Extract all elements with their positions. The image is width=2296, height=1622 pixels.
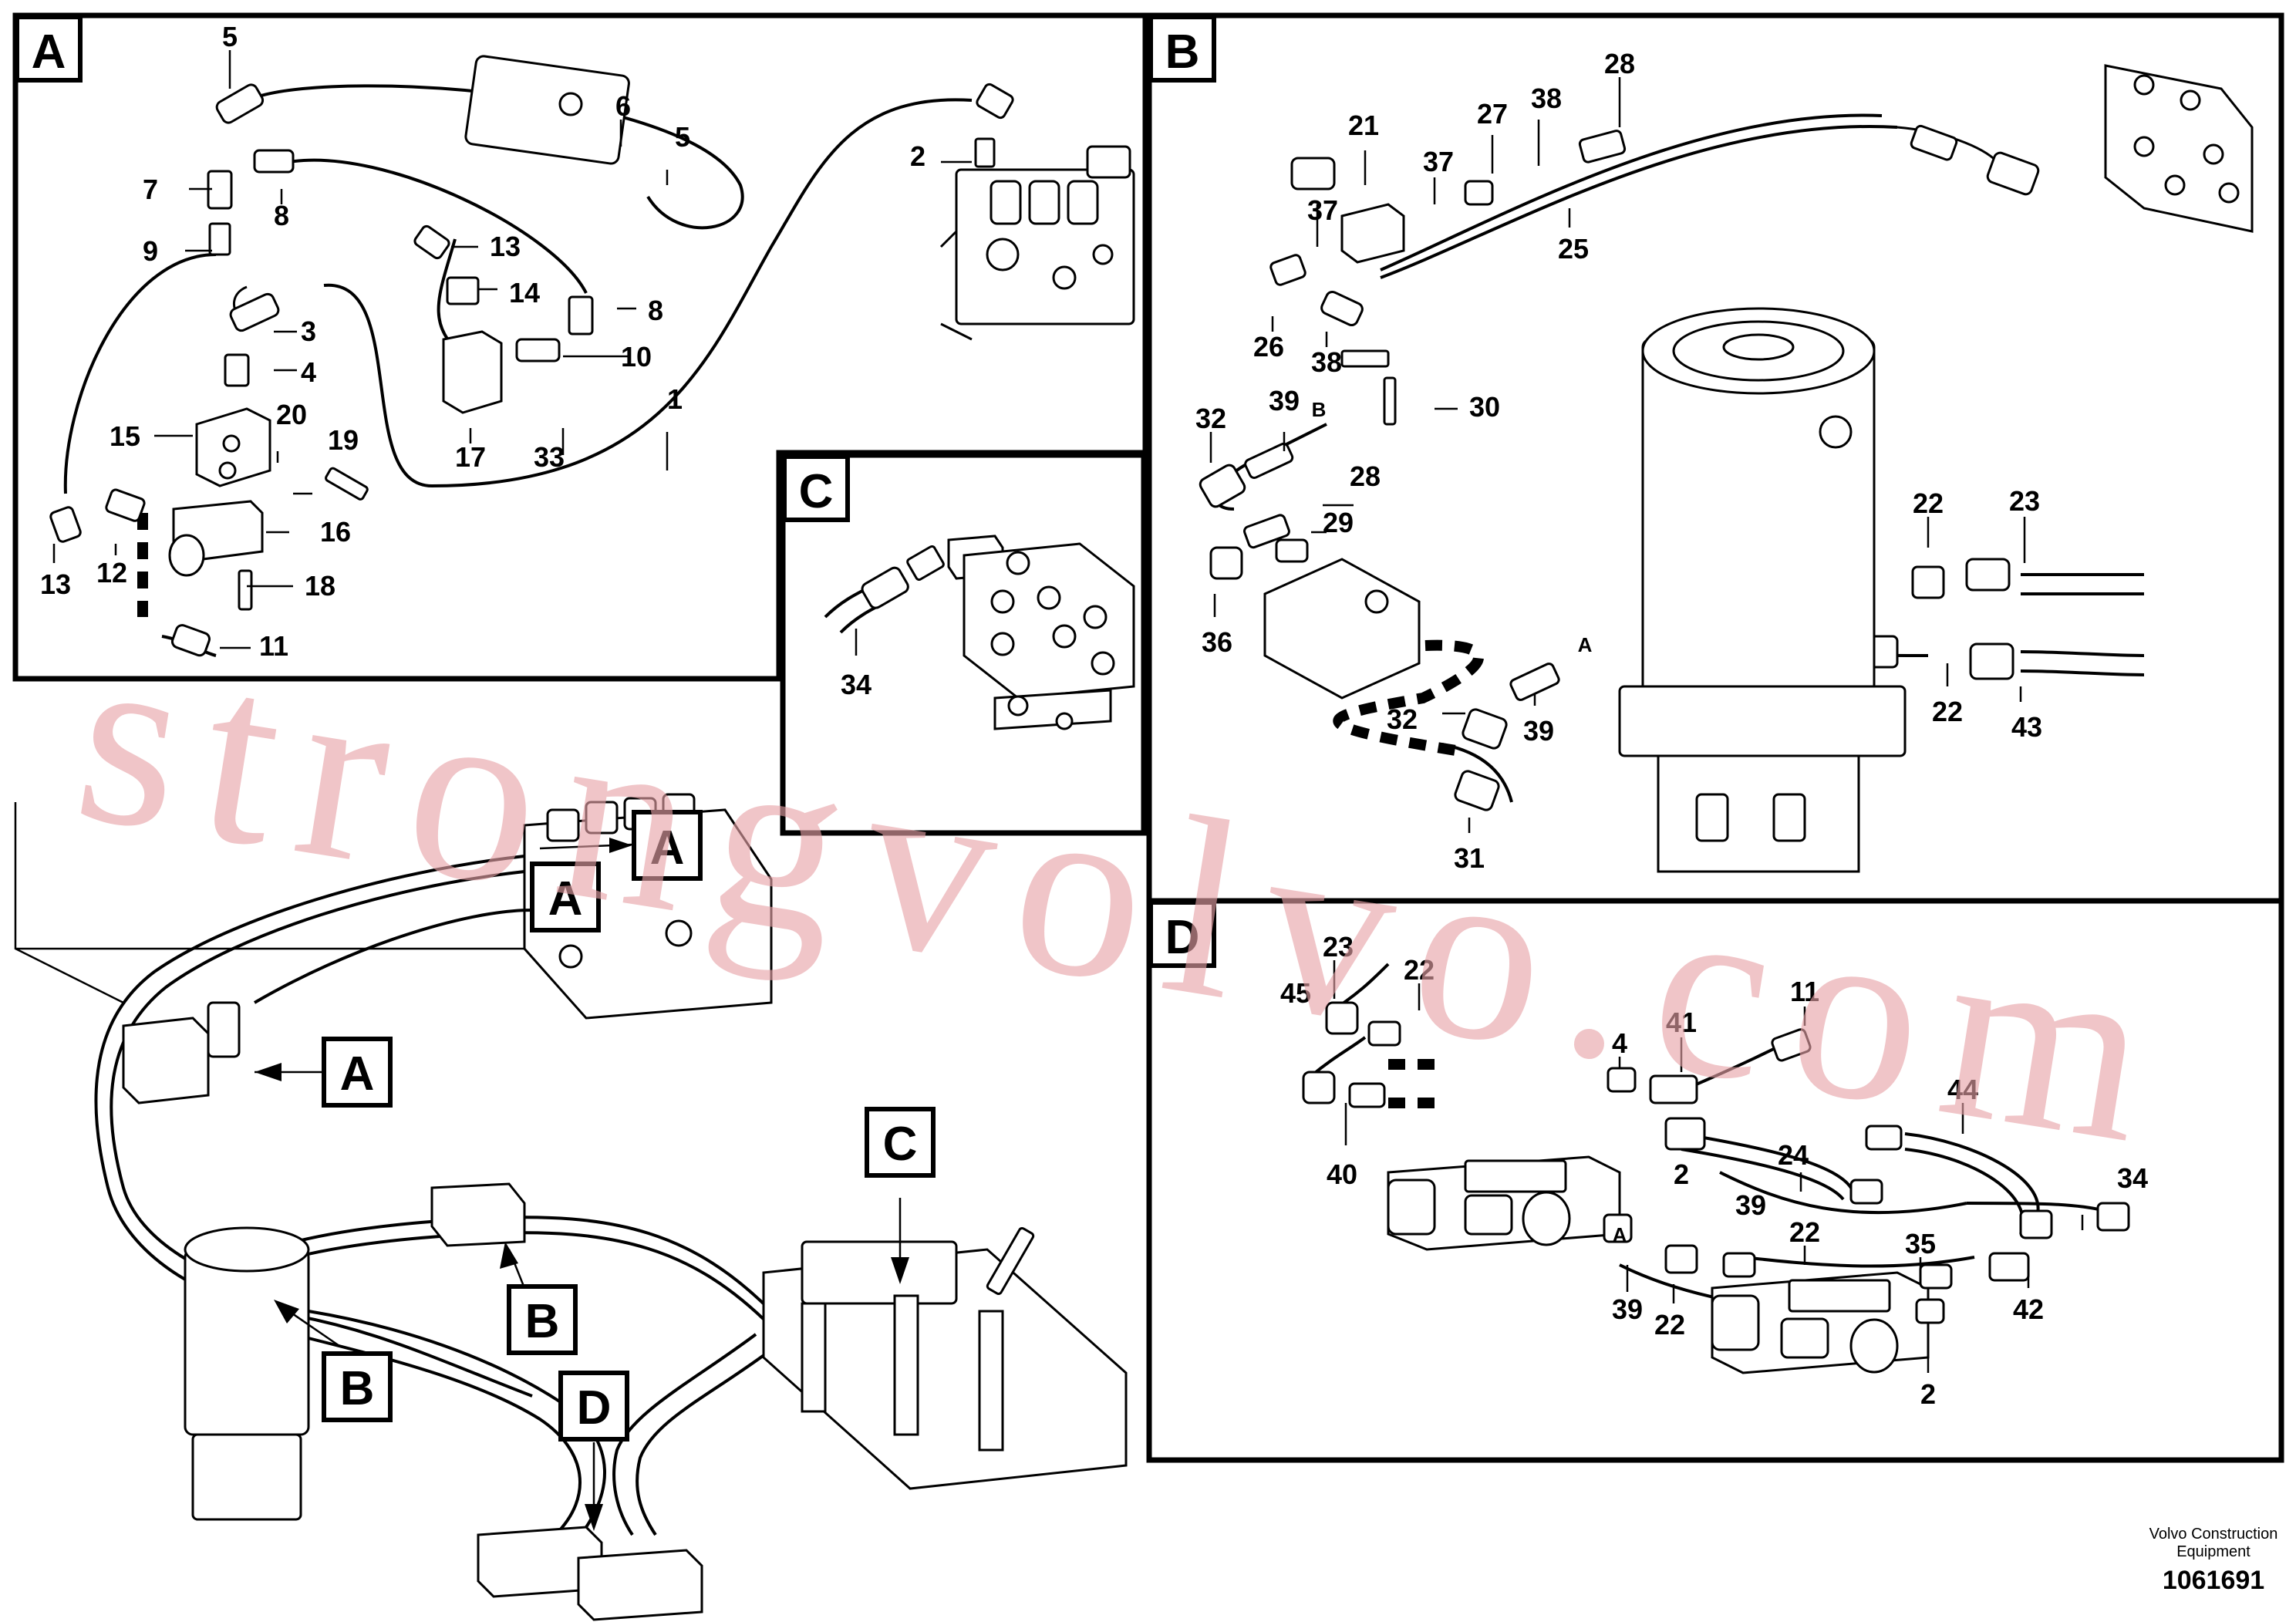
- callout-d-39b: 39: [1735, 1189, 1766, 1221]
- control-valve-sketch: [939, 145, 1135, 341]
- letter-d-a: A: [1613, 1223, 1627, 1246]
- callout-b-38: 38: [1531, 83, 1562, 114]
- callout-b-22: 22: [1913, 487, 1944, 519]
- callout-a-13: 13: [490, 231, 521, 262]
- overview-label-a-1: A: [650, 821, 685, 875]
- callout-b-39: 39: [1269, 385, 1300, 416]
- panel-d-label: D: [1165, 911, 1200, 964]
- callout-b-38b: 38: [1311, 346, 1342, 378]
- callout-d-23: 23: [1323, 931, 1354, 963]
- callout-d-2: 2: [1674, 1158, 1689, 1190]
- callout-d-24: 24: [1778, 1139, 1809, 1171]
- callout-a-3: 3: [301, 315, 316, 347]
- callout-a-9: 9: [143, 235, 158, 267]
- callout-a-8b: 8: [648, 295, 663, 326]
- callout-b-28b: 28: [1350, 460, 1381, 492]
- overview-label-c: C: [883, 1118, 918, 1171]
- callout-d-39: 39: [1612, 1293, 1643, 1325]
- callout-b-27: 27: [1477, 98, 1508, 130]
- callout-a-10: 10: [621, 341, 652, 373]
- letter-b-b: B: [1312, 398, 1327, 421]
- callout-b-37b: 37: [1307, 194, 1338, 226]
- machine-overview: A A A B B C D: [14, 793, 1128, 1621]
- callout-a-5: 5: [222, 21, 238, 52]
- callout-b-43: 43: [2011, 711, 2042, 743]
- callout-a-33: 33: [534, 441, 565, 473]
- callout-a-16: 16: [320, 516, 351, 548]
- callout-d-22: 22: [1404, 954, 1435, 986]
- callout-a-14: 14: [509, 277, 540, 309]
- panel-b: B: [1146, 12, 2284, 904]
- callout-a-1: 1: [667, 383, 683, 415]
- overview-label-b-2: B: [340, 1362, 375, 1415]
- callout-b-26: 26: [1253, 331, 1284, 363]
- callout-d-22b: 22: [1789, 1216, 1820, 1248]
- callout-b-21: 21: [1348, 110, 1379, 141]
- swivel-joint-sketch: [1618, 307, 1907, 873]
- callout-a-15: 15: [110, 420, 140, 452]
- overview-label-d: D: [577, 1381, 612, 1435]
- callout-d-44: 44: [1947, 1074, 1978, 1105]
- callout-b-28: 28: [1604, 48, 1635, 79]
- callout-a-19: 19: [328, 424, 359, 456]
- callout-d-11: 11: [1790, 976, 1819, 1007]
- callout-a-13b: 13: [40, 568, 71, 600]
- panel-a-label: A: [32, 25, 66, 79]
- panel-a: A: [12, 12, 1148, 682]
- footer: Volvo Construction Equipment 1061691: [2149, 1526, 2278, 1595]
- overview-label-b-1: B: [525, 1295, 560, 1348]
- callout-d-34: 34: [2117, 1162, 2148, 1194]
- callout-c-34: 34: [841, 669, 872, 700]
- callout-a-7: 7: [143, 174, 158, 205]
- callout-b-39b: 39: [1523, 715, 1554, 747]
- callout-a-11: 11: [259, 630, 288, 662]
- callout-b-30: 30: [1469, 391, 1500, 423]
- callout-d-40: 40: [1327, 1158, 1357, 1190]
- callout-b-37: 37: [1423, 146, 1454, 177]
- callout-a-2: 2: [910, 140, 925, 172]
- callout-b-22b: 22: [1932, 696, 1963, 727]
- callout-d-22c: 22: [1654, 1309, 1685, 1340]
- footer-brand-line2: Equipment: [2176, 1543, 2250, 1560]
- callout-b-32: 32: [1195, 403, 1226, 434]
- callout-d-42: 42: [2013, 1293, 2044, 1325]
- callout-d-41: 41: [1666, 1007, 1697, 1038]
- callout-b-25: 25: [1558, 233, 1589, 265]
- callout-a-8: 8: [274, 200, 289, 231]
- callout-a-18: 18: [305, 570, 335, 602]
- overview-label-a-2: A: [548, 872, 583, 926]
- callout-a-6: 6: [615, 90, 631, 122]
- overview-label-a-3: A: [340, 1047, 375, 1101]
- callout-d-45: 45: [1280, 977, 1311, 1009]
- callout-d-4: 4: [1612, 1027, 1627, 1059]
- callout-b-23: 23: [2009, 485, 2040, 517]
- callout-b-31: 31: [1454, 842, 1485, 874]
- callout-a-12: 12: [96, 557, 127, 588]
- callout-d-35: 35: [1905, 1228, 1936, 1259]
- panel-c-label: C: [799, 465, 834, 518]
- callout-a-5b: 5: [675, 121, 690, 153]
- callout-b-36: 36: [1202, 626, 1232, 658]
- callout-a-4: 4: [301, 356, 316, 388]
- panel-b-label: B: [1165, 25, 1200, 79]
- letter-b-a: A: [1578, 633, 1593, 656]
- footer-drawing-number: 1061691: [2163, 1566, 2264, 1595]
- footer-brand-line1: Volvo Construction: [2149, 1526, 2278, 1543]
- panel-d: D: [1146, 898, 2284, 1463]
- callout-a-17: 17: [455, 441, 486, 473]
- callout-b-29: 29: [1323, 507, 1354, 538]
- panel-c: C 34: [780, 452, 1147, 836]
- callout-a-20: 20: [276, 399, 307, 430]
- callout-b-32b: 32: [1387, 703, 1418, 735]
- callout-d-2b: 2: [1920, 1378, 1936, 1410]
